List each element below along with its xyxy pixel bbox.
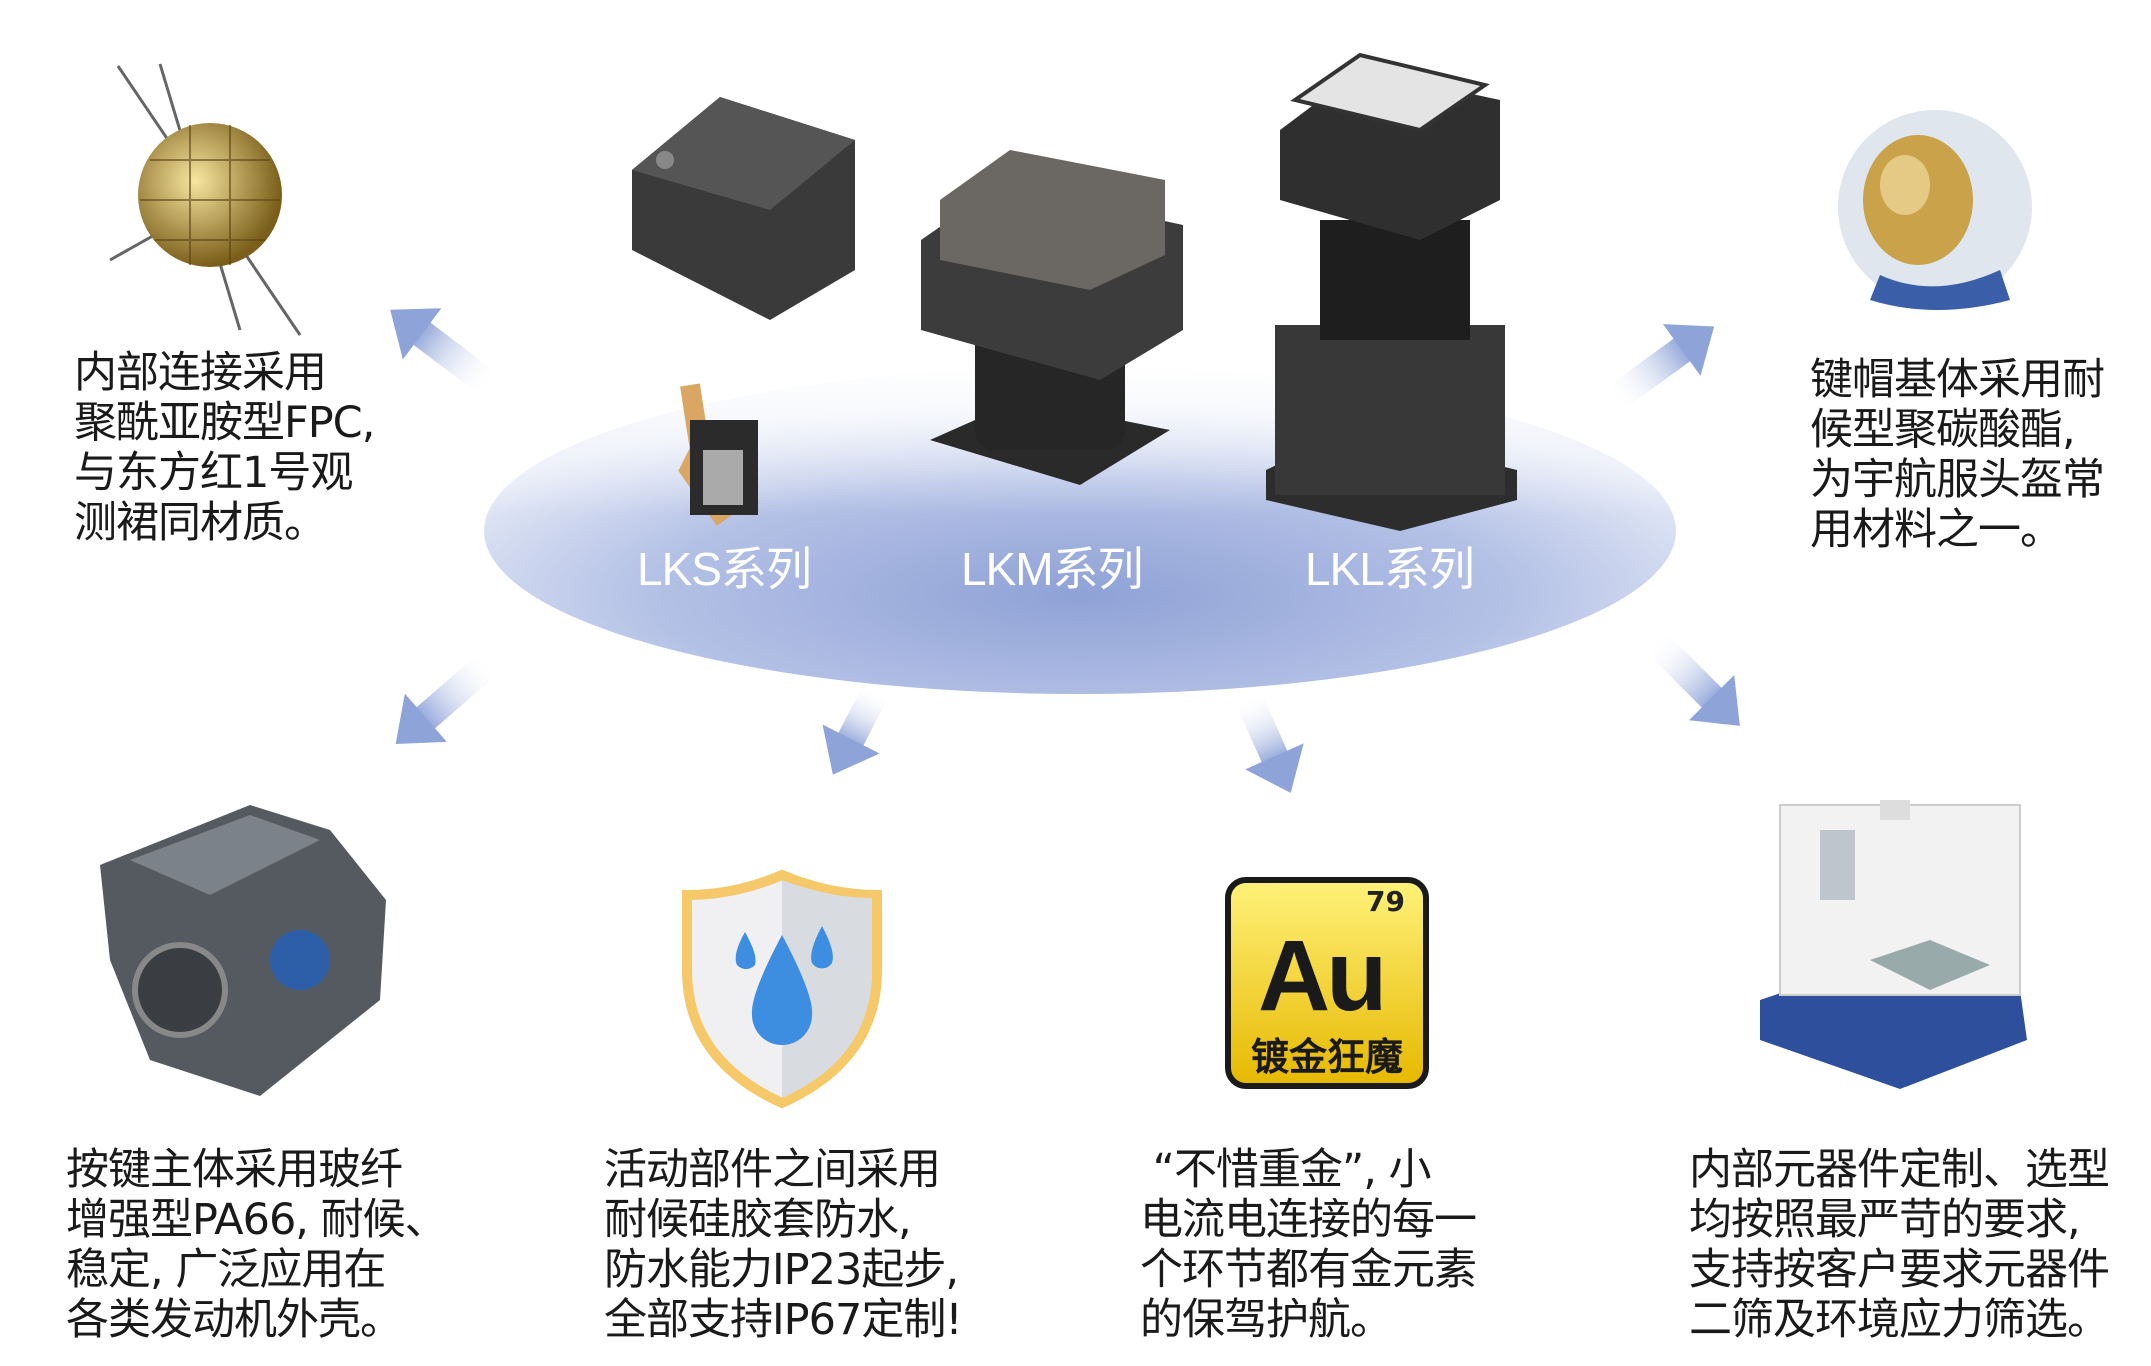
series-label-lks: LKS系列	[637, 543, 812, 595]
waterproof-shield-icon	[682, 869, 882, 1109]
lkl-switch-image	[1266, 52, 1517, 531]
test-chamber-image	[1760, 800, 2027, 1089]
feature-text-components: 内部元器件定制、选型 均按照最严苛的要求, 支持按客户要求元器件 二筛及环境应力…	[1689, 1145, 2110, 1345]
astronaut-image	[1838, 110, 2032, 310]
feature-text-gold: “不惜重金”, 小 电流电连接的每一 个环节都有金元素 的保驾护航。	[1140, 1145, 1477, 1345]
feature-text-fpc: 内部连接采用 聚酰亚胺型FPC, 与东方红1号观 测裙同材质。	[74, 348, 375, 548]
lkm-switch-image	[921, 150, 1183, 485]
engine-image	[100, 805, 386, 1096]
feature-text-keycap: 键帽基体采用耐 候型聚碳酸酯, 为宇航服头盔常 用材料之一。	[1810, 355, 2105, 555]
arrow-top-right	[1604, 324, 1715, 412]
badge-caption: 镀金狂魔	[1251, 1035, 1404, 1079]
badge-atomic-number: 79	[1366, 885, 1405, 918]
series-label-lkl: LKL系列	[1305, 543, 1475, 595]
arrow-top-left	[390, 308, 499, 397]
badge-symbol: Au	[1258, 920, 1387, 1032]
arrow-bottom-left	[395, 651, 500, 745]
arrows	[390, 308, 1740, 793]
satellite-image	[109, 63, 302, 336]
feature-text-body: 按键主体采用玻纤 增强型PA66, 耐候、 稳定, 广泛应用在 各类发动机外壳。	[66, 1145, 448, 1345]
arrow-bottom-2	[822, 683, 889, 775]
series-label-lkm: LKM系列	[961, 543, 1144, 595]
feature-text-waterproof: 活动部件之间采用 耐候硅胶套防水, 防水能力IP23起步, 全部支持IP67定制…	[604, 1145, 963, 1345]
gold-element-badge	[1225, 877, 1429, 1089]
arrow-bottom-right	[1645, 631, 1740, 726]
arrow-bottom-3	[1235, 691, 1304, 793]
lks-switch-image	[632, 97, 855, 526]
